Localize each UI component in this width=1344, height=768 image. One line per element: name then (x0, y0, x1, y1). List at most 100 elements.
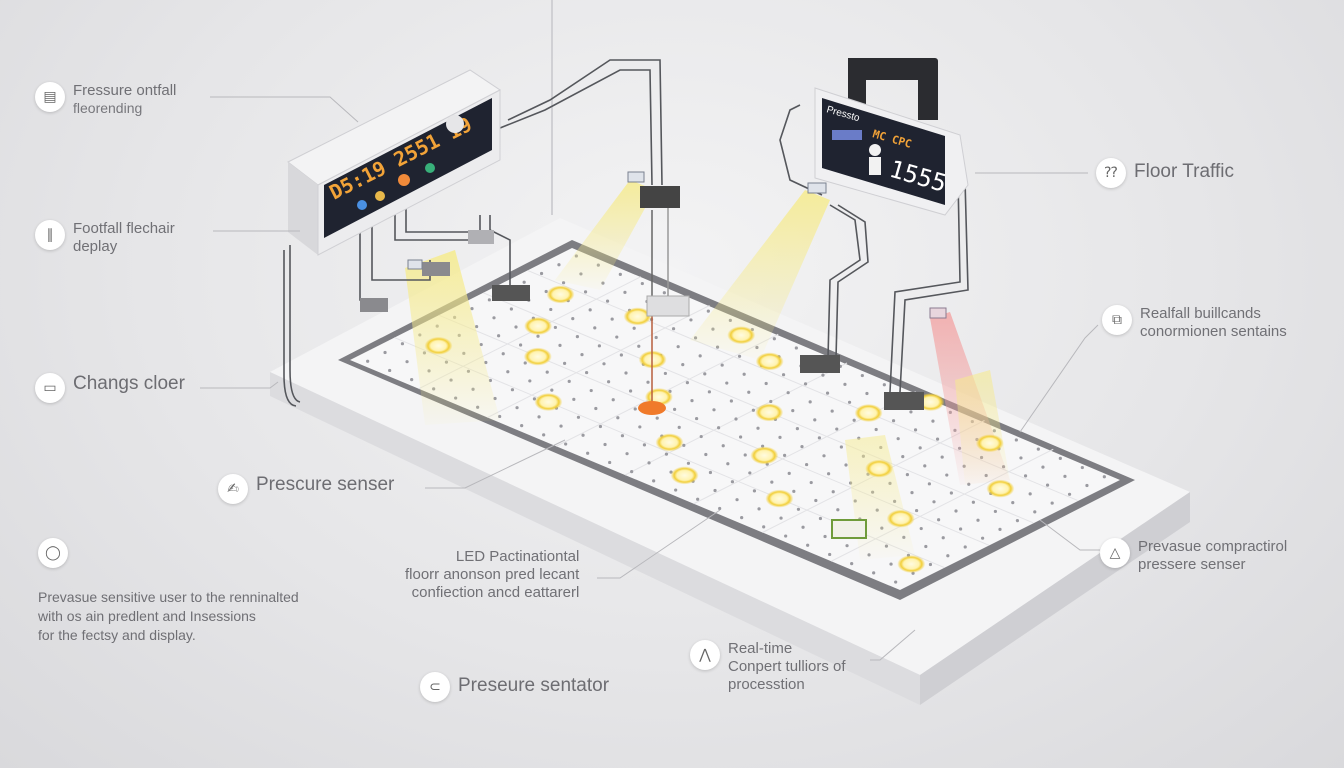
callout-floor-traffic: ⁇ Floor Traffic (1096, 158, 1234, 188)
display-panel-icon: ▭ (35, 373, 65, 403)
sensor-chip (831, 519, 867, 539)
callout-bottom-left-icon: ◯ (38, 538, 68, 568)
sensor-dot (400, 342, 405, 346)
sensor-dot (593, 326, 597, 330)
sensor-dot (610, 317, 614, 321)
callout-subtitle: deplay (73, 238, 118, 255)
sensor-dot (642, 443, 647, 447)
sensor-dot (605, 299, 610, 303)
sensor-dot (905, 473, 909, 477)
sensor-dot (764, 381, 768, 386)
callout-subtitle: conormionen sentains (1140, 323, 1287, 340)
sensor-dot (924, 544, 928, 549)
sensor-dot (646, 380, 650, 384)
sensor-dot (632, 326, 636, 330)
sensor-dot (594, 406, 598, 411)
sensor-dot (825, 391, 830, 395)
sensor-dot (737, 354, 742, 358)
sensor-dot (699, 434, 703, 439)
led-light (755, 352, 784, 371)
led-light (765, 489, 794, 508)
sensor-dot (1085, 483, 1089, 488)
sensor-dot (891, 419, 896, 423)
sensor-dot (523, 361, 527, 365)
sensor-dot (654, 335, 658, 340)
sensor-dot (1045, 483, 1050, 487)
sensor-dot (545, 370, 549, 374)
sensor-dot (537, 415, 541, 419)
leader-lines (200, 96, 1100, 661)
sensor-dot (497, 334, 501, 338)
sensor-dot (730, 480, 735, 484)
sensor-dot (769, 399, 773, 404)
sensor-dot (756, 426, 760, 430)
sensor-dot (836, 508, 840, 512)
light-beam-1 (405, 250, 500, 425)
sensor-dot (712, 408, 716, 412)
callout-preseure-sentator: ⊂ Preseure sentator (420, 672, 609, 702)
sensor-dot (603, 442, 607, 447)
sensor-dot (783, 453, 787, 457)
sensor-dot (620, 434, 625, 438)
sensor-module-icon: ⧉ (1102, 305, 1132, 335)
sensor-dot (553, 325, 557, 330)
sensor-dot (598, 424, 603, 429)
sensor-dot (633, 407, 637, 411)
sensor-dot (931, 419, 935, 423)
led-light (755, 403, 784, 422)
hot-sensor (638, 401, 666, 415)
sensor-dot (993, 509, 997, 514)
sensor-dot (927, 482, 931, 486)
sensor-dot (638, 425, 642, 429)
sensor-dot (618, 272, 622, 276)
sensor-dot (772, 337, 776, 341)
sensor-dot (882, 383, 886, 387)
sensor-dot (629, 389, 633, 393)
sensor-dot (1063, 474, 1067, 478)
sensor-dot (510, 388, 515, 392)
sensor-dot (813, 418, 817, 422)
sensor-dot (845, 544, 849, 548)
ceiling-sensor-mount (640, 186, 680, 208)
callout-subtitle: pressere senser (1138, 556, 1246, 573)
sensor-dot (410, 378, 414, 382)
junction-box-6 (468, 230, 494, 244)
sensor-dot (726, 462, 730, 466)
led-light (524, 317, 553, 335)
sensor-dot (580, 353, 584, 357)
junction-box-4 (360, 298, 388, 312)
sensor-dot (388, 368, 392, 373)
callout-footfall-display: ∥ Footfall flechair deplay (35, 220, 175, 256)
callout-title: Footfall flechair (73, 220, 175, 237)
sensor-dot (501, 352, 505, 356)
led-light (886, 509, 915, 528)
sensor-dot (852, 418, 856, 422)
sensor-dot (522, 280, 526, 284)
led-light (897, 555, 926, 573)
sensor-dot (721, 444, 725, 448)
sensor-dot (585, 370, 589, 375)
sensor-dot (583, 290, 588, 294)
sensor-dot (734, 417, 738, 421)
sensor-dot (896, 437, 900, 441)
callout-title: Real-time (728, 640, 793, 657)
sensor-dot (563, 361, 567, 365)
sensor-dot (806, 543, 810, 547)
sensor-dot (781, 373, 786, 377)
platform-front-side (270, 372, 920, 705)
sensor-dot (823, 534, 827, 539)
sensor-dot (625, 452, 629, 456)
sensor-dot (949, 491, 953, 495)
right-wall-display: Pressto MC CPC 1555 (814, 58, 969, 216)
sensor-dot (676, 345, 680, 349)
display-icon: ▤ (35, 82, 65, 112)
sensor-dot (865, 391, 869, 396)
sensor-dot (901, 455, 905, 459)
callout-realfall: ⧉ Realfall buillcands conormionen sentai… (1102, 305, 1287, 341)
description-line: for the fectsy and display. (38, 626, 196, 643)
sensor-dot (778, 435, 782, 439)
cable-icon: ⊂ (420, 672, 450, 702)
sensor-dot (663, 371, 667, 376)
sensor-dot (549, 307, 553, 312)
sensor-dot (608, 460, 612, 465)
